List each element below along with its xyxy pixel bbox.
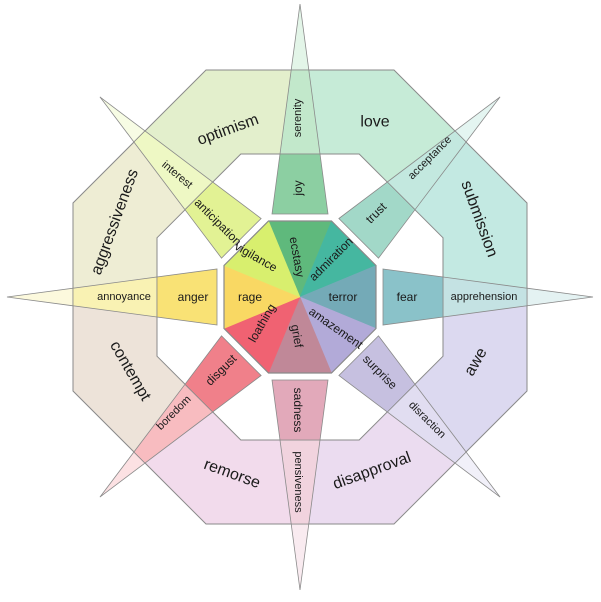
center-label-terror: terror bbox=[329, 290, 358, 304]
spike-tip-interest bbox=[99, 96, 146, 143]
primary-label-sadness: sadness bbox=[291, 388, 305, 433]
spike-tip-serenity bbox=[290, 3, 310, 71]
spike-tip-boredom bbox=[99, 451, 146, 498]
mild-label-pensiveness: pensiveness bbox=[292, 451, 304, 513]
primary-label-joy: joy bbox=[291, 180, 305, 196]
center-label-grief: grief bbox=[288, 323, 306, 349]
mild-label-serenity: serenity bbox=[292, 98, 304, 137]
outer-octagon-outline bbox=[72, 69, 528, 525]
spike-tip-annoyance bbox=[6, 287, 74, 307]
primary-label-anger: anger bbox=[178, 290, 209, 304]
center-octagon-outline bbox=[223, 220, 377, 374]
center-label-rage: rage bbox=[238, 290, 262, 304]
primary-segment-sadness bbox=[271, 379, 329, 441]
center-label-ecstasy: ecstasy bbox=[287, 236, 308, 279]
primary-label-fear: fear bbox=[397, 290, 418, 304]
spike-tip-disraction bbox=[454, 451, 501, 498]
primary-segment-joy bbox=[271, 153, 329, 215]
primary-segment-disgust bbox=[184, 335, 262, 413]
primary-segment-trust bbox=[338, 181, 416, 259]
spike-tip-acceptance bbox=[454, 96, 501, 143]
emotion-spikes bbox=[6, 3, 594, 591]
primary-segment-anticipation bbox=[184, 181, 262, 259]
dyad-label-love: love bbox=[360, 114, 389, 131]
primary-segment-anger bbox=[156, 268, 218, 326]
mild-label-apprehension: apprehension bbox=[451, 291, 518, 303]
mild-label-annoyance: annoyance bbox=[97, 291, 151, 303]
primary-segment-fear bbox=[382, 268, 444, 326]
primary-segment-surprise bbox=[338, 335, 416, 413]
spike-tip-apprehension bbox=[526, 287, 594, 307]
center-octagon bbox=[223, 220, 377, 374]
spike-tip-pensiveness bbox=[290, 523, 310, 591]
